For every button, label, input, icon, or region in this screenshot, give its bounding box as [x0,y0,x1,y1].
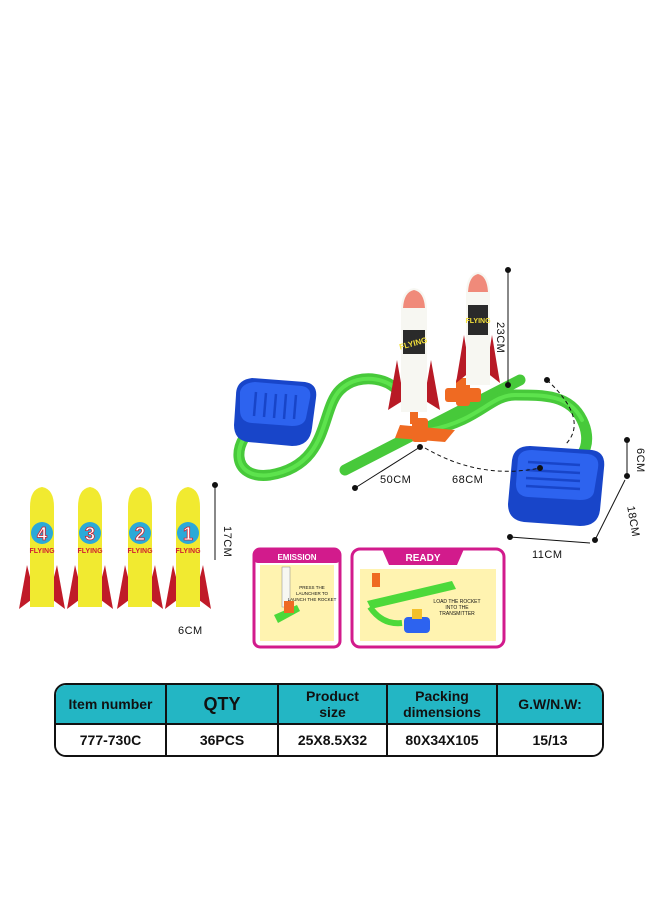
spare-rocket-3 [67,487,113,609]
rocket-label-4: FLYING [29,548,55,555]
spec-table: Item number QTY Product size Packing dim… [54,683,604,757]
launcher-rocket-front: FLYING [388,288,440,424]
svg-text:LOAD THE ROCKET: LOAD THE ROCKET [433,599,480,605]
dim-hose-short: 50CM [380,474,412,486]
header-packing-dimensions: Packing dimensions [388,685,498,725]
ready-title: READY [405,553,440,564]
dim-hose-long: 68CM [452,474,484,486]
dim-launcher-height: 23CM [494,322,506,354]
ready-panel: READY LOAD THE ROCKET INTO THE TRANSMITT… [350,547,506,649]
launcher-scene: FLYING FLYING [212,267,630,560]
rocket-label-3: FLYING [77,548,103,555]
spare-rocket-4 [19,487,65,609]
value-gw-nw: 15/13 [498,725,602,755]
spare-rocket-2 [117,487,163,609]
spare-rocket-1 [165,487,211,609]
dim-rocket-width: 6CM [178,625,203,637]
value-packing-dimensions: 80X34X105 [388,725,498,755]
svg-text:PRESS THE: PRESS THE [299,585,324,590]
svg-text:LAUNCH THE ROCKET: LAUNCH THE ROCKET [288,597,337,602]
value-item-number: 777-730C [56,725,167,755]
svg-text:LAUNCHER TO: LAUNCHER TO [296,591,329,596]
pump-pad-left [234,378,317,446]
header-gw-nw: G.W/N.W: [498,685,602,725]
launcher-connectors [395,378,481,442]
spare-rockets: 4 3 2 1 FLYING FLYING FLYING FLYING [19,487,211,609]
emission-title: EMISSION [277,553,316,562]
value-product-size: 25X8.5X32 [279,725,388,755]
svg-text:FLYING: FLYING [465,318,491,325]
rocket-number-4: 4 [37,524,47,544]
dim-pad-height: 6CM [634,448,646,473]
launcher-rocket-back: FLYING [456,272,500,385]
rocket-number-2: 2 [135,524,145,544]
rocket-label-2: FLYING [127,548,153,555]
value-qty: 36PCS [167,725,279,755]
rocket-label-1: FLYING [175,548,201,555]
svg-text:TRANSMITTER: TRANSMITTER [439,611,475,617]
pump-pad-right [508,446,605,526]
dim-pad-width: 11CM [532,549,563,561]
svg-text:INTO THE: INTO THE [445,605,469,611]
emission-panel: EMISSION PRESS THE LAUNCHER TO LAUNCH TH… [252,547,342,649]
rocket-number-1: 1 [183,524,193,544]
header-item-number: Item number [56,685,167,725]
header-qty: QTY [167,685,279,725]
instruction-panels: EMISSION PRESS THE LAUNCHER TO LAUNCH TH… [252,547,506,649]
rocket-number-3: 3 [85,524,95,544]
dimension-lines [212,267,630,560]
header-product-size: Product size [279,685,388,725]
dim-rocket-height: 17CM [221,526,233,558]
